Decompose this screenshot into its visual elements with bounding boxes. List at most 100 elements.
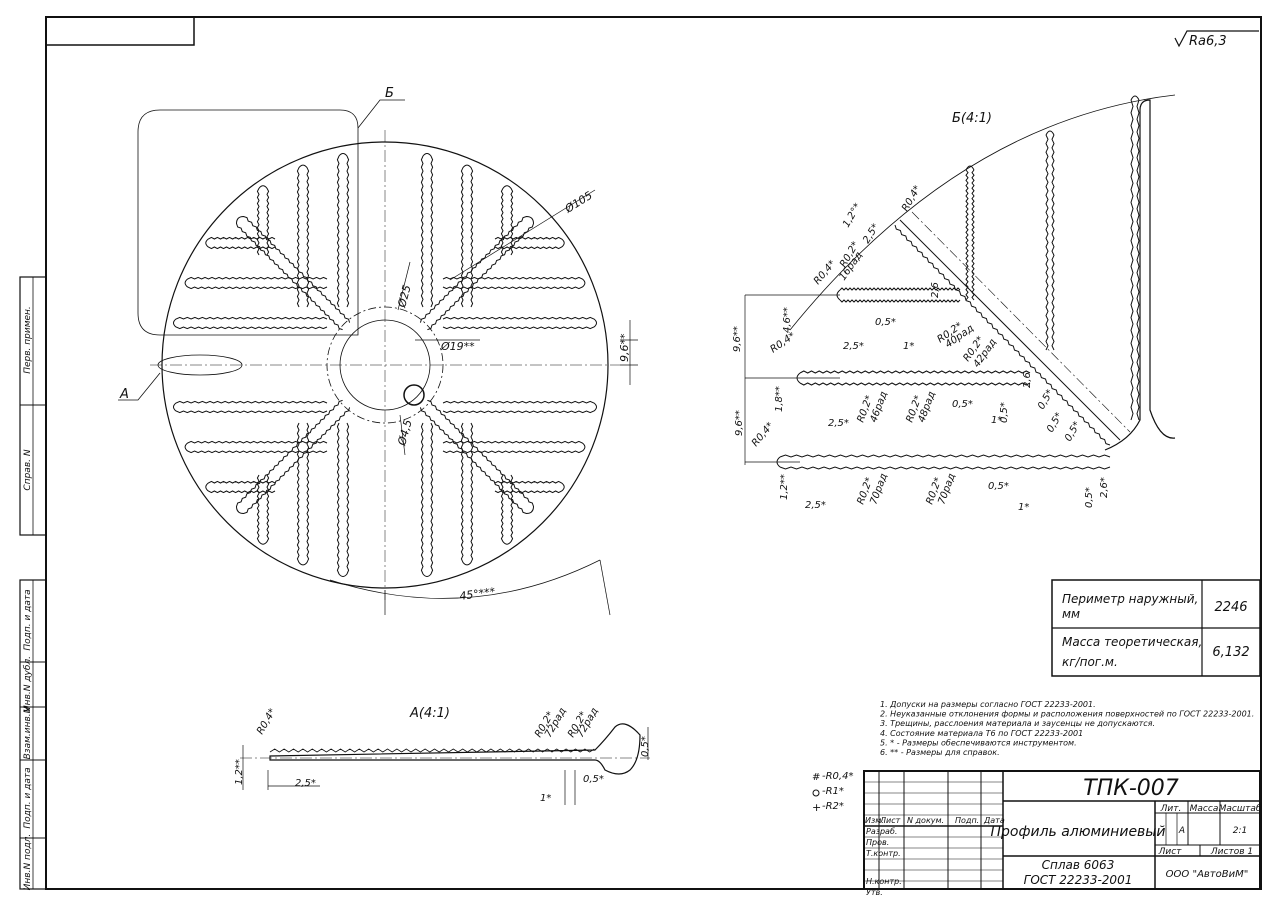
section-b-marker: Б — [385, 86, 394, 101]
weld-legend: # + — [812, 772, 821, 814]
title-header-cell: Подп. — [955, 816, 979, 825]
detail-b-outline — [137, 109, 359, 336]
part-name: Профиль алюминиевый — [991, 824, 1166, 840]
detail-a-view — [240, 723, 650, 805]
title-row-label: Утв. — [866, 888, 883, 897]
detail-a-outline — [157, 354, 243, 376]
detail-b-dim: 2,5* — [828, 418, 849, 429]
mass-unit: кг/пог.м. — [1062, 655, 1118, 669]
fin — [442, 316, 597, 330]
detail-b-dim: R0,4* — [768, 330, 797, 355]
side-stamp-label: Справ. N — [23, 449, 33, 490]
fin — [420, 153, 434, 308]
side-stamp-label: Подп. и дата — [23, 767, 33, 828]
fin — [442, 276, 586, 290]
fin — [460, 164, 474, 308]
mass-value: 6,132 — [1212, 645, 1249, 660]
detail-b-dim: 0,5* — [999, 402, 1010, 423]
dim-d105: Ø105 — [562, 189, 595, 216]
detail-b-dim: 1,2°* — [841, 202, 863, 230]
title-header-cell: Лист — [879, 816, 901, 825]
diagonal-arm — [419, 399, 535, 515]
detail-b-dim: 2,5* — [843, 341, 864, 352]
sheets-count: Листов 1 — [1210, 847, 1253, 857]
title-row-label: Н.контр. — [866, 877, 902, 886]
detail-b-dim: 9,6** — [734, 410, 745, 436]
detail-b-dim: R0,4* — [812, 259, 838, 287]
detail-b-dim: 0,5* — [952, 399, 973, 410]
detail-b-dim: 0,5* — [1063, 420, 1083, 444]
side-stamp-label: Взам.инв.N — [23, 706, 33, 759]
corner-stamp-box — [45, 16, 195, 46]
side-stamp-column — [19, 276, 47, 890]
fin — [173, 400, 328, 414]
fin — [442, 400, 597, 414]
detail-b-dim: 1* — [1018, 502, 1029, 513]
perimeter-value: 2246 — [1214, 600, 1247, 615]
fin — [500, 474, 514, 545]
detail-b-dim: 1* — [903, 341, 914, 352]
fin — [494, 480, 565, 494]
legend-item: -R0,4* — [822, 771, 853, 782]
detail-b-dim: 2,6 — [1022, 372, 1033, 388]
roughness-symbol: Ra6,3 — [1174, 30, 1259, 49]
note-line: 3. Трещины, расслоения материала и заусе… — [880, 719, 1155, 728]
fin — [205, 236, 276, 250]
detail-a-dim: 1,2** — [234, 759, 245, 785]
material-standard: ГОСТ 22233-2001 — [1024, 873, 1133, 887]
side-stamp-label: Инв.N подл. — [23, 834, 33, 891]
fin — [205, 480, 276, 494]
main-profile-view — [118, 99, 638, 616]
legend-item: -R1* — [822, 786, 844, 797]
detail-b-title: Б(4:1) — [952, 111, 992, 126]
fin — [184, 440, 328, 454]
detail-b-dim: 9,6** — [732, 326, 743, 352]
title-row-label: Пров. — [866, 838, 889, 847]
col-lit: Лит. — [1160, 804, 1182, 814]
dim-9-6: 9,6** — [618, 333, 631, 362]
title-block — [863, 770, 1261, 890]
dim-d4-5: Ø4,5 — [395, 418, 415, 448]
detail-b-dim: 0,5* — [988, 481, 1009, 492]
detail-a-dim: 1* — [540, 793, 551, 804]
detail-a-dim: 2,5* — [295, 778, 316, 789]
fin — [494, 236, 565, 250]
dim-d19: Ø19** — [440, 340, 475, 353]
perimeter-label: Периметр наружный, — [1062, 592, 1198, 606]
title-header-cell: Изм. — [865, 816, 884, 825]
note-line: 2. Неуказанные отклонения формы и распол… — [880, 710, 1254, 719]
legend-item: -R2* — [822, 801, 844, 812]
detail-b-dim: 0,5* — [1045, 411, 1065, 435]
note-line: 4. Состояние материала Т6 по ГОСТ 22233-… — [880, 729, 1083, 738]
detail-b-dim: 2,6 — [930, 282, 941, 298]
d4-5-hole — [403, 384, 425, 406]
sheet-border — [45, 16, 1262, 890]
side-stamp-label: Перв. примен. — [23, 306, 33, 374]
fin — [460, 422, 474, 566]
perimeter-unit: мм — [1062, 607, 1080, 621]
svg-text:+: + — [812, 801, 821, 814]
detail-a-dim: 0,5* — [583, 774, 604, 785]
detail-b-dim: 4,6** — [782, 307, 793, 333]
detail-a-title: А(4:1) — [409, 706, 450, 721]
detail-b-dim: 2,6* — [1099, 477, 1110, 498]
properties-table — [1051, 579, 1261, 677]
diagonal-arm — [235, 215, 351, 331]
title-header-cell: N докум. — [907, 816, 944, 825]
detail-b-dim: 1* — [991, 415, 1002, 426]
sheet-label: Лист — [1158, 847, 1183, 857]
technical-notes: 1. Допуски на размеры согласно ГОСТ 2223… — [880, 700, 1254, 757]
note-line: 1. Допуски на размеры согласно ГОСТ 2223… — [880, 700, 1096, 709]
note-line: 5. * - Размеры обеспечиваются инструмент… — [880, 738, 1077, 747]
roughness-value: Ra6,3 — [1189, 34, 1227, 49]
fin — [256, 474, 270, 545]
title-header-cell: Дата — [983, 816, 1005, 825]
drawing-designation: ТПК-007 — [1083, 776, 1179, 801]
side-stamp-label: Подп. и дата — [23, 589, 33, 650]
fin — [256, 185, 270, 256]
detail-b-dim: R0,4* — [750, 421, 776, 449]
detail-b-dim: 0,5* — [1084, 487, 1095, 508]
scale-value: 2:1 — [1233, 826, 1247, 836]
detail-a-dim: 0,5* — [640, 736, 651, 757]
